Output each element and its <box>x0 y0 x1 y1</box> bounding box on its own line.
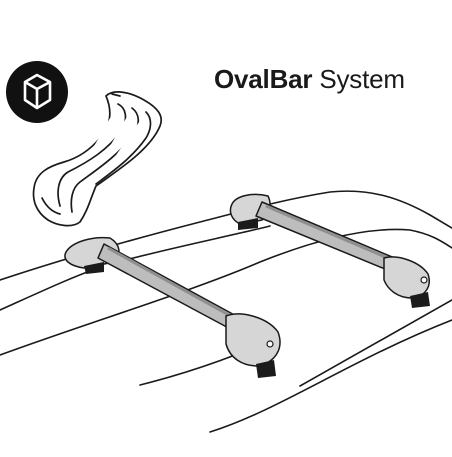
title-suffix: System <box>319 64 405 94</box>
title-brand: OvalBar <box>214 64 313 94</box>
rear-crossbar <box>229 193 430 308</box>
product-title: OvalBar System <box>214 64 405 95</box>
box-icon <box>6 61 68 123</box>
front-crossbar <box>64 236 281 378</box>
mounting-bracket <box>32 91 163 227</box>
